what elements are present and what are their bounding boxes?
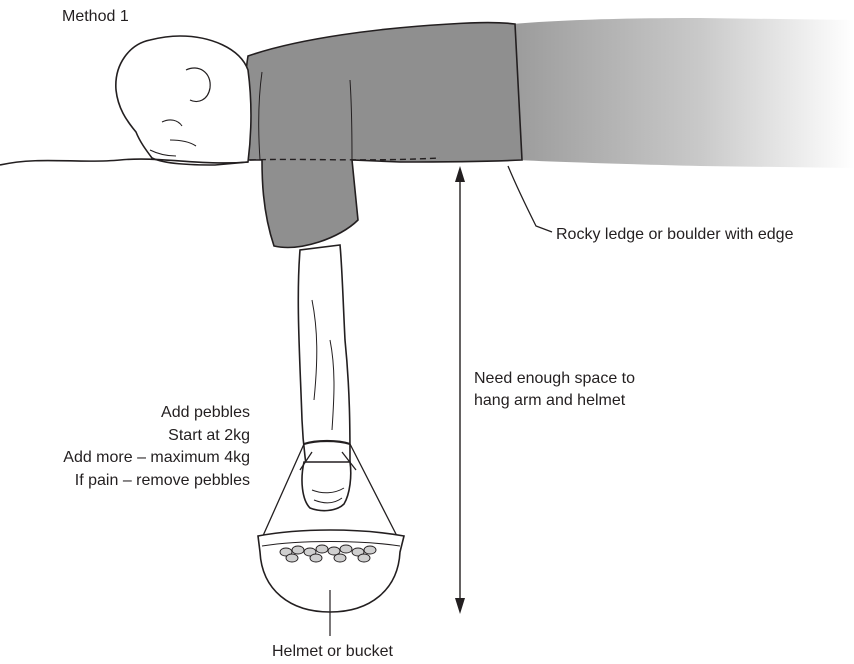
instruction-line: Add more – maximum 4kg — [63, 447, 250, 470]
space-arrow-head-top — [455, 166, 465, 182]
ledge-label: Rocky ledge or boulder with edge — [556, 224, 793, 246]
instruction-line: Start at 2kg — [63, 425, 250, 448]
shirt — [245, 23, 522, 248]
hanging-arm — [298, 245, 350, 465]
helmet — [258, 530, 404, 612]
instruction-line: If pain – remove pebbles — [63, 470, 250, 493]
diagram-title: Method 1 — [62, 6, 129, 28]
trousers — [512, 18, 854, 168]
pebble-instructions: Add pebbles Start at 2kg Add more – maxi… — [63, 402, 250, 492]
head — [116, 36, 251, 165]
space-label: Need enough space to hang arm and helmet — [474, 368, 635, 412]
ledge-leader-line — [508, 166, 552, 232]
space-label-line-2: hang arm and helmet — [474, 390, 635, 412]
space-arrow-head-bottom — [455, 598, 465, 614]
space-label-line-1: Need enough space to — [474, 368, 635, 390]
instruction-line: Add pebbles — [63, 402, 250, 425]
helmet-label: Helmet or bucket — [272, 641, 393, 663]
